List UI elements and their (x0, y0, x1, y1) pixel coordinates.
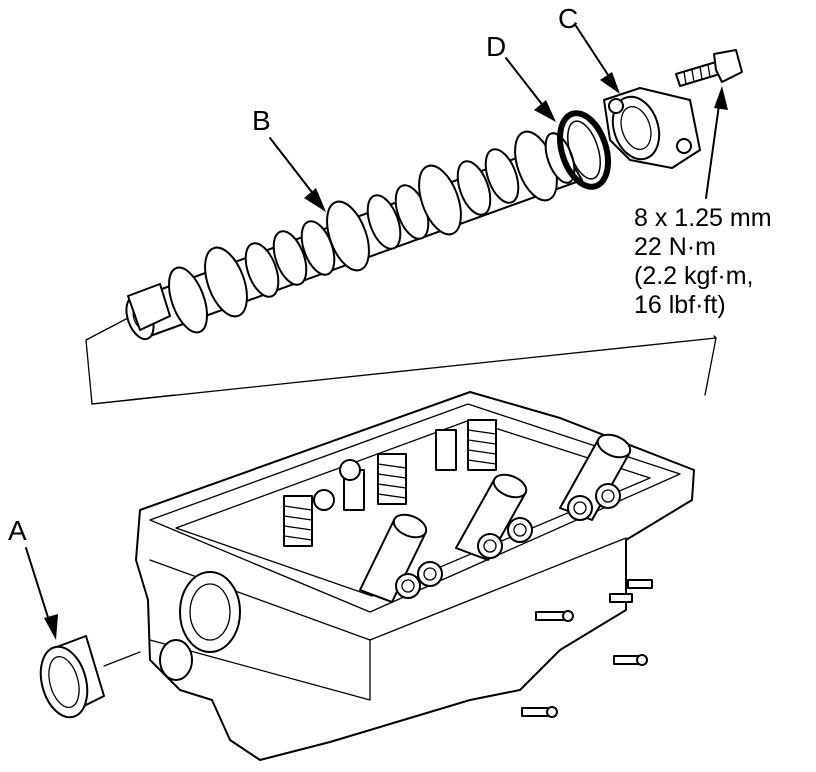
camshaft-end-cap (603, 87, 701, 169)
o-ring-seal (557, 110, 611, 190)
torque-spec-kgfm: (2.2 kgf·m, (634, 262, 753, 290)
torque-spec-nm: 22 N·m (634, 233, 716, 261)
flange-bolt (675, 49, 743, 87)
front-oil-seal (39, 635, 141, 719)
exhaust-studs (521, 579, 653, 718)
cylinder-head (135, 391, 695, 761)
spark-plug-tubes (359, 433, 632, 603)
torque-spec-size: 8 x 1.25 mm (634, 204, 772, 232)
camshaft (125, 130, 583, 341)
callout-a: A (8, 515, 27, 546)
leader-arrows (25, 25, 728, 640)
alignment-lines (85, 317, 717, 405)
camshaft-lobes (167, 130, 576, 334)
callout-c: C (558, 3, 578, 34)
torque-spec: 8 x 1.25 mm 22 N·m (2.2 kgf·m, 16 lbf·ft… (634, 204, 772, 319)
torque-spec-lbfft: 16 lbf·ft) (634, 291, 726, 319)
valve-tappets (313, 459, 621, 599)
callout-d: D (486, 31, 506, 62)
callout-b: B (252, 105, 271, 136)
